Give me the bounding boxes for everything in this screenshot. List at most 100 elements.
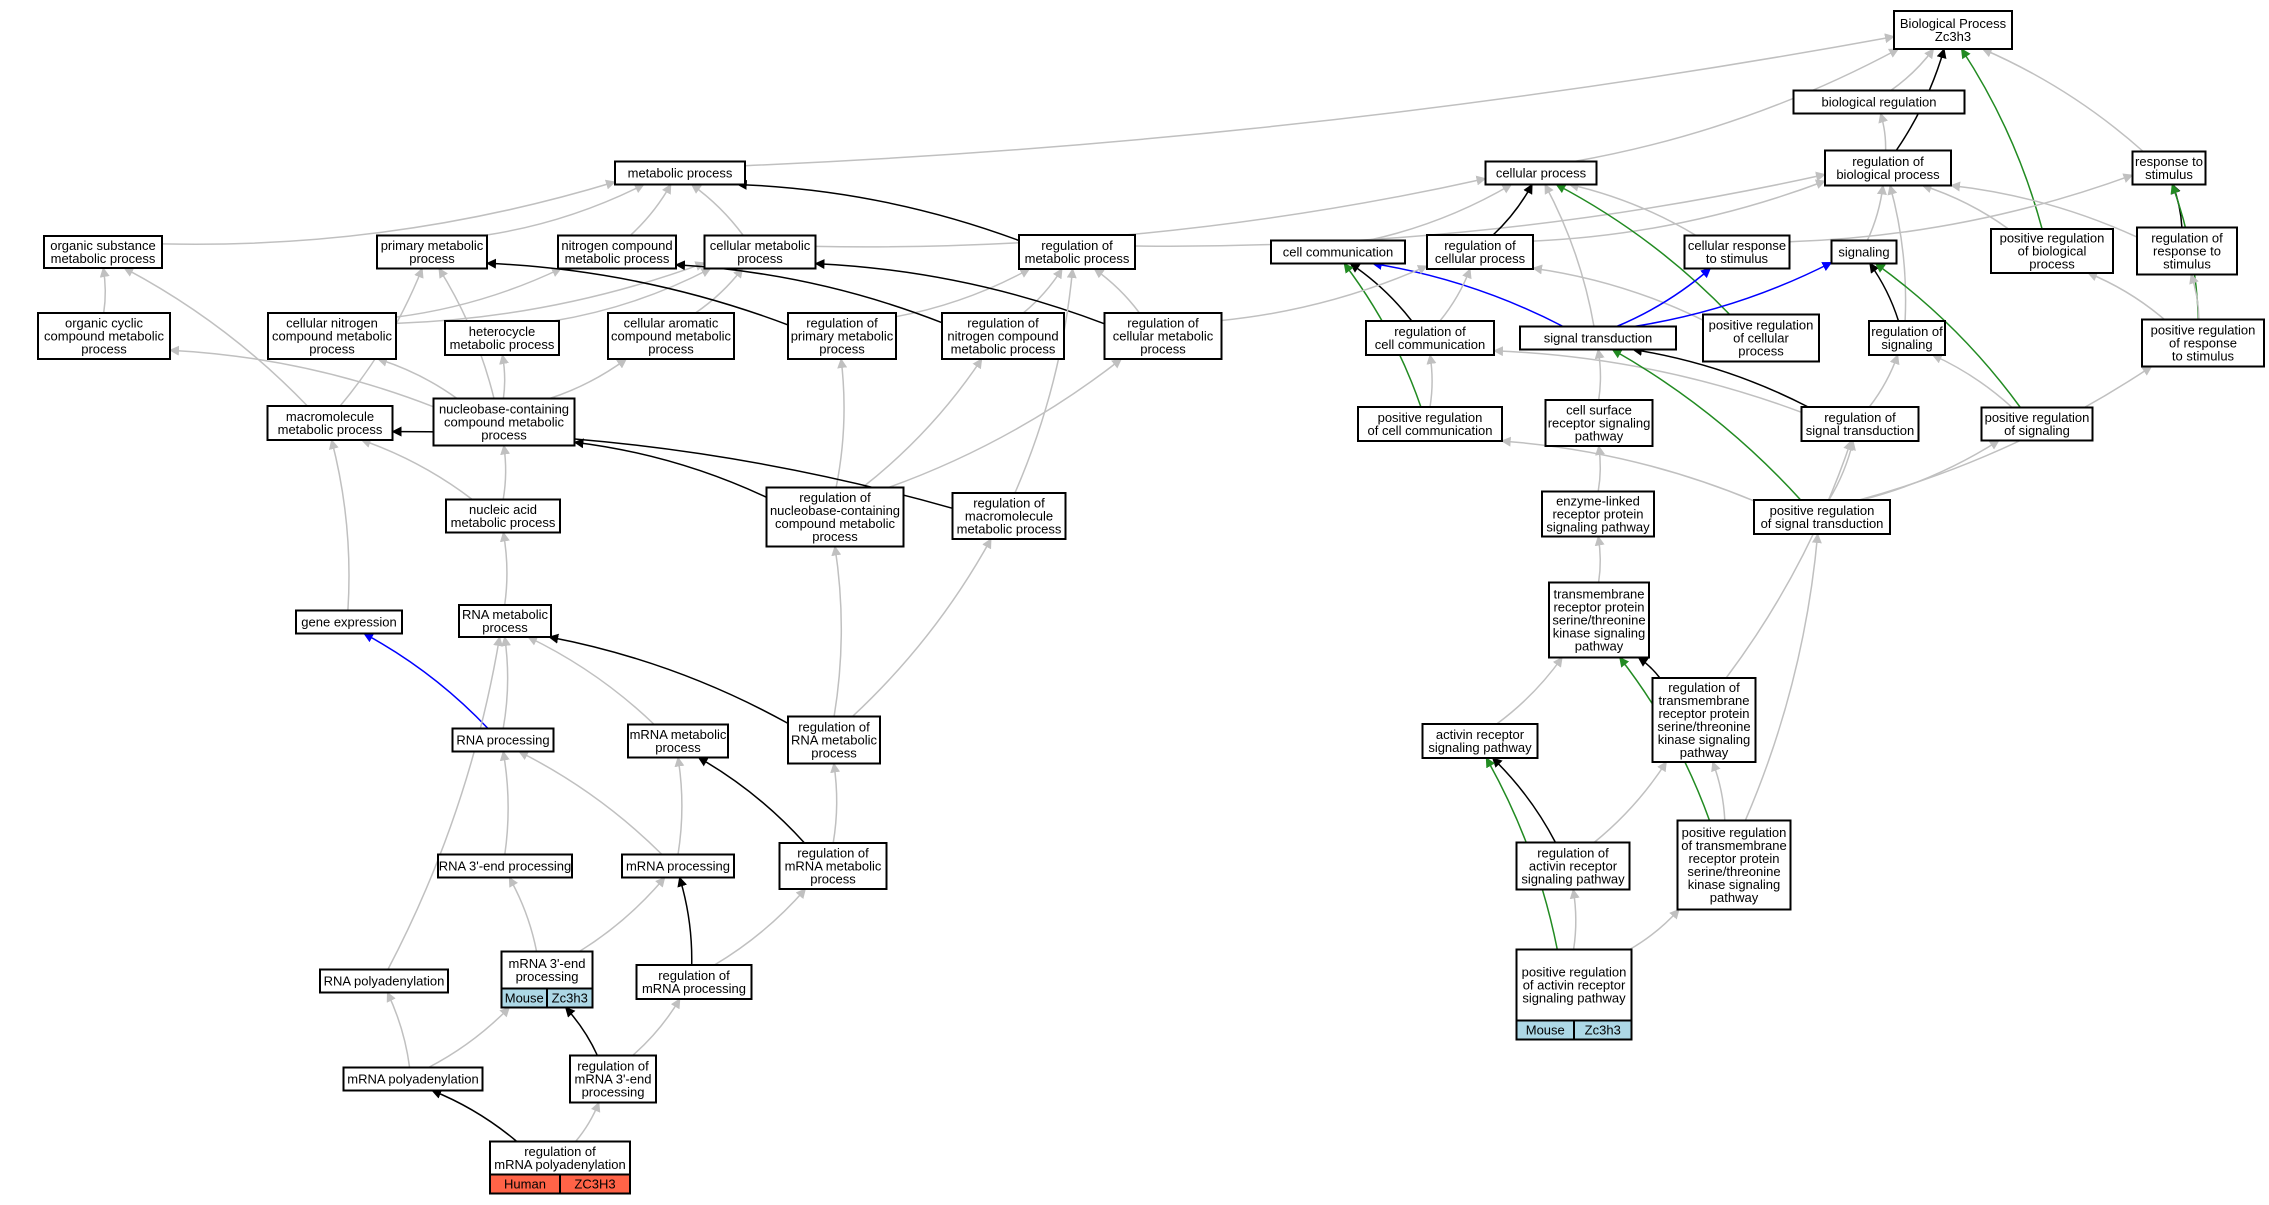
- node-bioreg[interactable]: biological regulation: [1792, 89, 1966, 115]
- edge-regmrnapoly-to-regmrna3end: [575, 1101, 601, 1142]
- node-cellproc[interactable]: cellular process: [1484, 160, 1598, 186]
- edge-regmrna3end-to-mrna3end: [564, 1006, 599, 1056]
- edge-cellmet-to-cellproc: [815, 175, 1487, 248]
- node-label-line: organic substance: [50, 238, 156, 253]
- node-label-line: regulation of: [2151, 231, 2223, 246]
- edge-cellnitro-to-cellmet: [395, 261, 706, 325]
- node-box: [1018, 234, 1136, 270]
- node-label-line: regulation of: [1444, 238, 1516, 253]
- node-box: [376, 234, 488, 270]
- edge-cellresp-to-cellproc: [1568, 181, 1697, 237]
- node-label-line: nitrogen compound: [947, 329, 1058, 344]
- edge-cellproc-to-bp: [1573, 48, 1900, 163]
- gene-label: ZC3H3: [574, 1177, 615, 1192]
- edge-regcellproc-to-cellproc: [1492, 183, 1533, 236]
- node-box: [1515, 948, 1633, 1022]
- node-mrnaproc[interactable]: mRNA processing: [621, 853, 735, 879]
- node-rnaproc[interactable]: RNA processing: [451, 727, 555, 753]
- node-box: [1824, 149, 1952, 187]
- edge-regmrnaproc-to-regmrnamet: [714, 888, 807, 966]
- node-label-line: regulation of: [1852, 154, 1924, 169]
- node-regnucbase[interactable]: regulation ofnucleobase-containingcompou…: [765, 486, 905, 548]
- node-label-line: compound metabolic: [444, 415, 564, 430]
- node-label-line: mRNA polyadenylation: [494, 1157, 626, 1172]
- node-signaling[interactable]: signaling: [1830, 239, 1898, 265]
- node-label-line: cellular metabolic: [1113, 329, 1214, 344]
- node-box: [787, 312, 897, 360]
- edge-regsigtrans-to-regcellcomm: [1493, 346, 1802, 414]
- node-label-line: processing: [582, 1085, 645, 1100]
- edge-regresp-to-regbp: [1950, 181, 2138, 238]
- node-label-line: cell communication: [1375, 337, 1486, 352]
- node-label-line: receptor protein: [1552, 507, 1643, 522]
- node-box: [1103, 312, 1223, 360]
- node-rnapoly[interactable]: RNA polyadenylation: [319, 968, 449, 994]
- species-cell: [1573, 1019, 1633, 1041]
- node-label-line: nucleobase-containing: [770, 503, 900, 518]
- node-sigtrans[interactable]: signal transduction: [1519, 325, 1677, 351]
- node-label-line: process: [811, 746, 857, 761]
- edge-regmrna3end-to-regmrnaproc: [632, 998, 681, 1057]
- node-label-line: signaling pathway: [1521, 872, 1625, 887]
- node-geneexp[interactable]: gene expression: [295, 609, 403, 635]
- node-label-line: regulation of: [799, 490, 871, 505]
- node-mrnapoly[interactable]: mRNA polyadenylation: [342, 1066, 484, 1092]
- node-box: [43, 235, 163, 269]
- node-label-line: mRNA processing: [626, 859, 730, 874]
- node-rna3end[interactable]: RNA 3'-end processing: [437, 853, 573, 879]
- node-cellcomm[interactable]: cell communication: [1270, 239, 1406, 265]
- node-label-line: metabolic process: [628, 166, 733, 181]
- node-label-line: kinase signaling: [1658, 732, 1751, 747]
- edge-nucbase-to-cellarom: [549, 358, 628, 400]
- node-metab[interactable]: metabolic process: [614, 160, 746, 186]
- node-label-line: stimulus: [2145, 167, 2193, 182]
